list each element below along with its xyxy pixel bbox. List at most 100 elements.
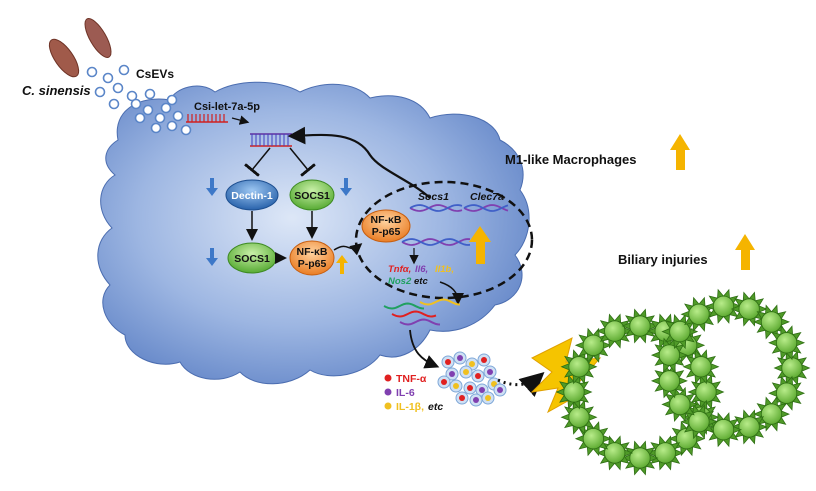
biliary-cell <box>705 288 742 324</box>
vesicle-icon <box>86 66 98 78</box>
biliary-cell <box>687 374 725 410</box>
mrna-strand <box>391 310 437 318</box>
cytokine-core <box>457 355 463 361</box>
gene-socs1-label: Socs1 <box>418 191 449 203</box>
mrna-strand <box>419 298 461 306</box>
down-arrow-shaft <box>210 248 214 258</box>
feedback-arrow <box>287 126 431 199</box>
cell-body <box>669 393 691 416</box>
nos2-gene-label: Nos2 <box>388 276 412 287</box>
biliary-cell <box>560 399 598 435</box>
macrophage-up-arrow-icon <box>670 134 690 170</box>
arrow-mrna-export <box>439 281 464 305</box>
down-arrow-shaft <box>210 178 214 188</box>
cytokine-dot <box>477 353 491 367</box>
il6-gene-label: Il6, <box>415 264 428 275</box>
nfkb-cyto-line1: NF-κB <box>297 246 328 258</box>
cytokine-core <box>479 387 485 393</box>
mirna-label: Csi-let-7a-5p <box>194 101 260 113</box>
macrophage-label: M1-like Macrophages <box>505 152 637 167</box>
cell-body <box>760 311 783 333</box>
biliary-label: Biliary injuries <box>618 252 708 267</box>
etc-gene-label: etc <box>414 276 428 287</box>
mirna-duplex-icon <box>250 133 292 147</box>
mrna-strands-icon <box>383 298 461 326</box>
cell-body <box>568 406 590 428</box>
cytokine-dot <box>493 383 507 397</box>
biliary-cell <box>646 435 684 471</box>
cell-body <box>582 334 604 356</box>
cell-body <box>738 416 760 438</box>
cell-body <box>658 344 680 366</box>
cytokine-core <box>467 385 473 391</box>
helix-strand <box>401 238 471 246</box>
cytokine-legend: TNF-α IL-6 IL-1β, etc <box>384 373 443 413</box>
cytokine-dot <box>445 367 459 381</box>
cell-body <box>760 403 783 425</box>
cytokine-dot <box>437 375 451 389</box>
legend-tnf: TNF-α <box>396 373 427 385</box>
helix-strand <box>463 204 509 212</box>
cytokine-core <box>441 379 447 385</box>
cell-body <box>604 442 626 464</box>
cell-body <box>738 298 760 320</box>
cytokine-core <box>481 357 487 363</box>
biliary-cell <box>621 308 659 344</box>
cell-body <box>629 447 651 469</box>
vesicle-icon <box>150 122 162 134</box>
cytokine-core <box>469 361 475 367</box>
cytokine-core <box>463 369 469 375</box>
nfkb-cyto-line2: P-p65 <box>298 258 327 270</box>
vesicle-icon <box>172 110 184 122</box>
cytokine-dot <box>453 351 467 365</box>
vesicle-icon <box>144 88 156 100</box>
biliary-cell <box>596 313 634 349</box>
nfkb-nuc-line1: NF-κB <box>371 214 402 226</box>
vesicle-icon <box>102 72 114 84</box>
socs1-top-label: SOCS1 <box>294 190 330 202</box>
dectin-label: Dectin-1 <box>231 190 273 202</box>
legend-il6: IL-6 <box>396 387 415 399</box>
bile-duct-tissue-icon <box>555 288 811 476</box>
gene-clec7a-label: Clec7a <box>470 191 504 203</box>
cell-body <box>563 381 585 403</box>
cell-body <box>604 320 626 342</box>
legend-dot-il1b <box>384 402 392 410</box>
biliary-cell <box>650 337 688 373</box>
biliary-cell <box>768 325 806 361</box>
cell-body <box>712 419 735 441</box>
cell-body <box>688 411 710 433</box>
helix-strand <box>409 204 463 212</box>
helix-strand <box>409 204 463 212</box>
cytokine-core <box>475 373 481 379</box>
cytokine-dot <box>483 365 497 379</box>
biliary-cell <box>596 435 634 471</box>
cytokine-dot <box>441 355 455 369</box>
dna-strand-icon <box>401 204 509 246</box>
worm-icon <box>84 18 112 58</box>
biliary-cell <box>555 374 593 410</box>
down-arrow-head <box>340 188 352 196</box>
dectin-node: Dectin-1 <box>225 179 279 211</box>
cytokine-core <box>449 371 455 377</box>
cytokine-core <box>497 387 503 393</box>
cell-body <box>654 442 676 464</box>
organism-label: C. sinensis <box>22 83 91 98</box>
down-arrows <box>206 178 352 266</box>
biliary-cell <box>768 375 806 411</box>
cytokine-cluster <box>437 351 507 407</box>
vesicle-icon <box>160 102 172 114</box>
vesicles-label: CsEVs <box>136 67 174 81</box>
vesicle-icon <box>180 124 192 136</box>
biliary-cell <box>650 363 688 399</box>
biliary-cell <box>621 440 659 476</box>
inhibit-dectin-line <box>244 147 271 177</box>
vesicle-icon <box>130 98 142 110</box>
nfkb-nucleus-node: NF-κB P-p65 <box>361 209 411 243</box>
biliary-up-arrow-icon <box>735 234 755 270</box>
il1b-gene-label: Il1b, <box>435 264 454 275</box>
cytokine-dot <box>459 365 473 379</box>
mirna-pointer <box>231 115 250 125</box>
vesicle-icon <box>94 86 106 98</box>
